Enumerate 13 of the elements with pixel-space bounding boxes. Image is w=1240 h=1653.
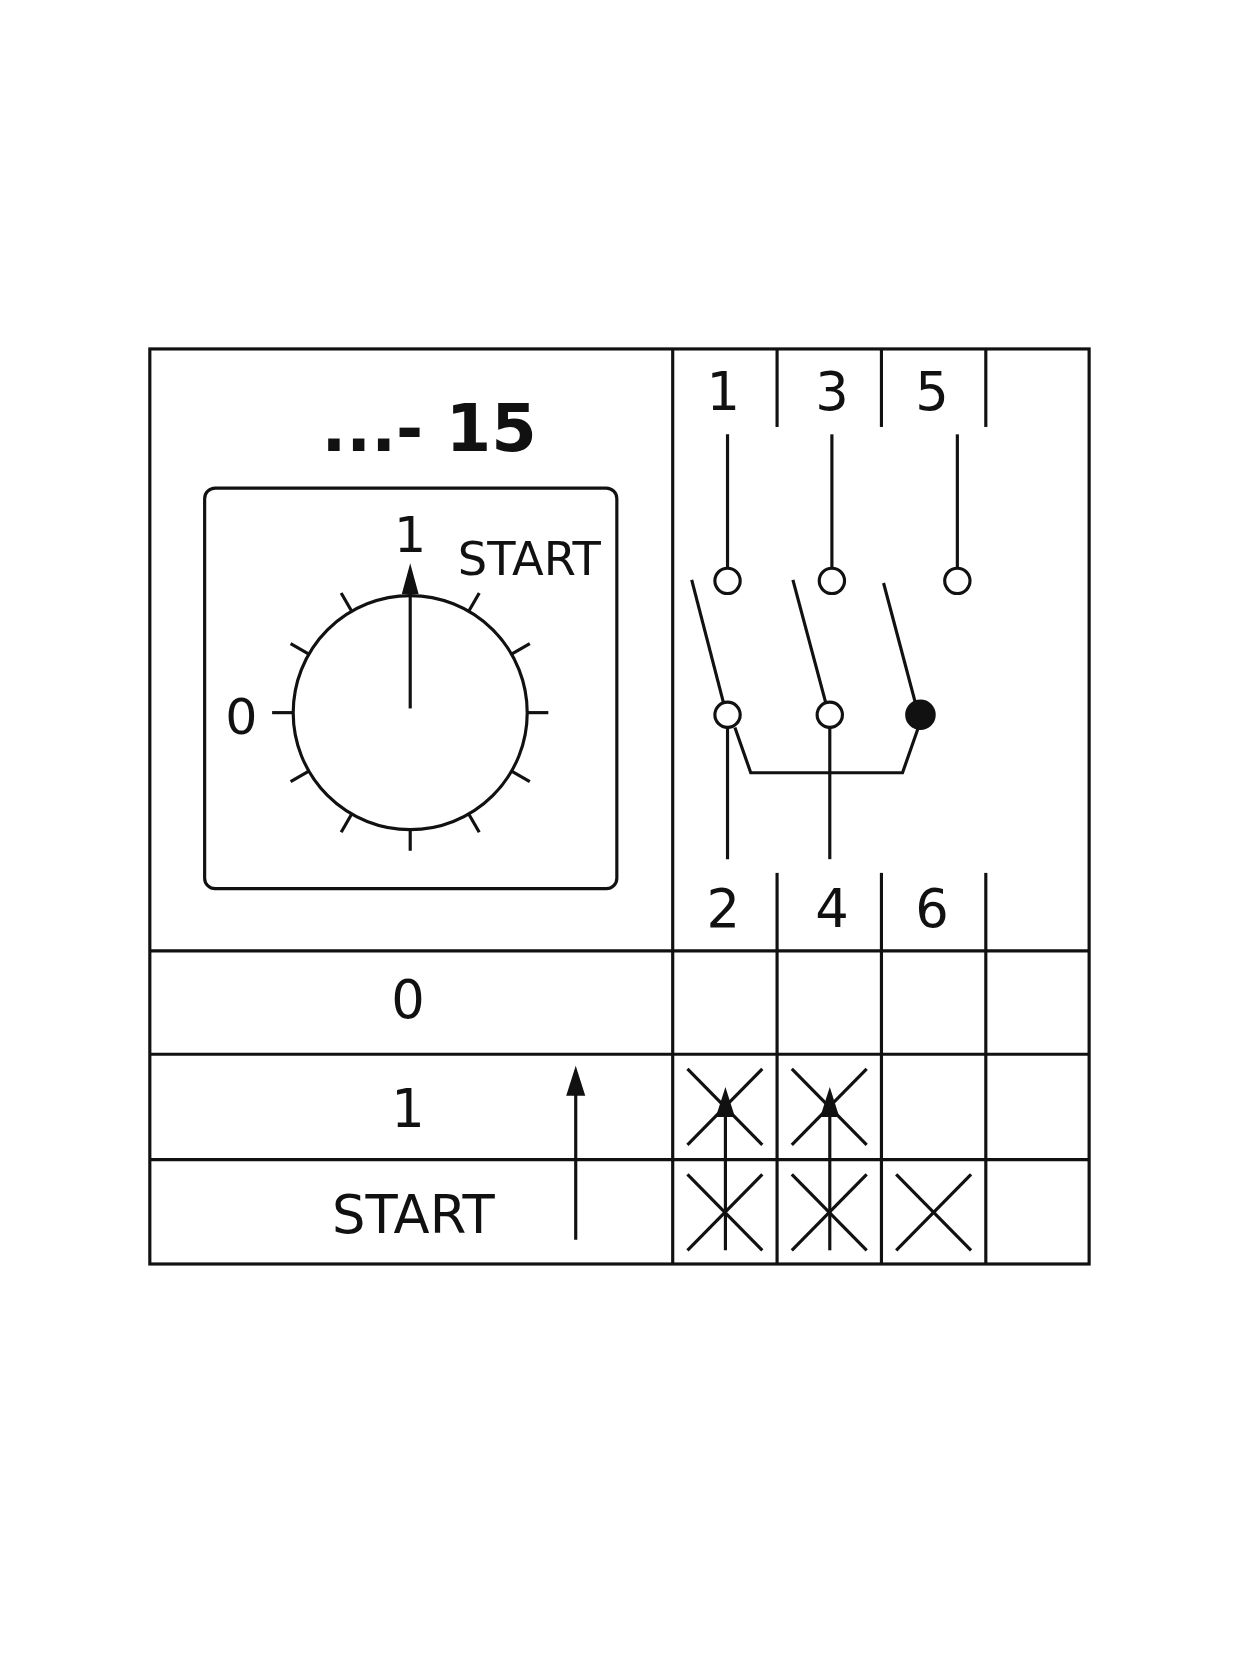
position-number: 0 (391, 973, 425, 1026)
position-label: START (332, 1188, 495, 1242)
terminal-number: 2 (706, 882, 741, 936)
terminal-number: 5 (915, 365, 949, 419)
position-number: 1 (391, 1082, 425, 1136)
position-label: START (457, 535, 601, 582)
title: ...- 15 (321, 396, 537, 462)
position-number: 1 (394, 509, 427, 560)
terminal-number: 1 (706, 365, 741, 419)
position-number: 0 (225, 691, 258, 743)
terminal-number: 3 (815, 365, 849, 419)
terminal-number: 6 (915, 882, 949, 936)
terminal-number: 4 (815, 882, 849, 936)
